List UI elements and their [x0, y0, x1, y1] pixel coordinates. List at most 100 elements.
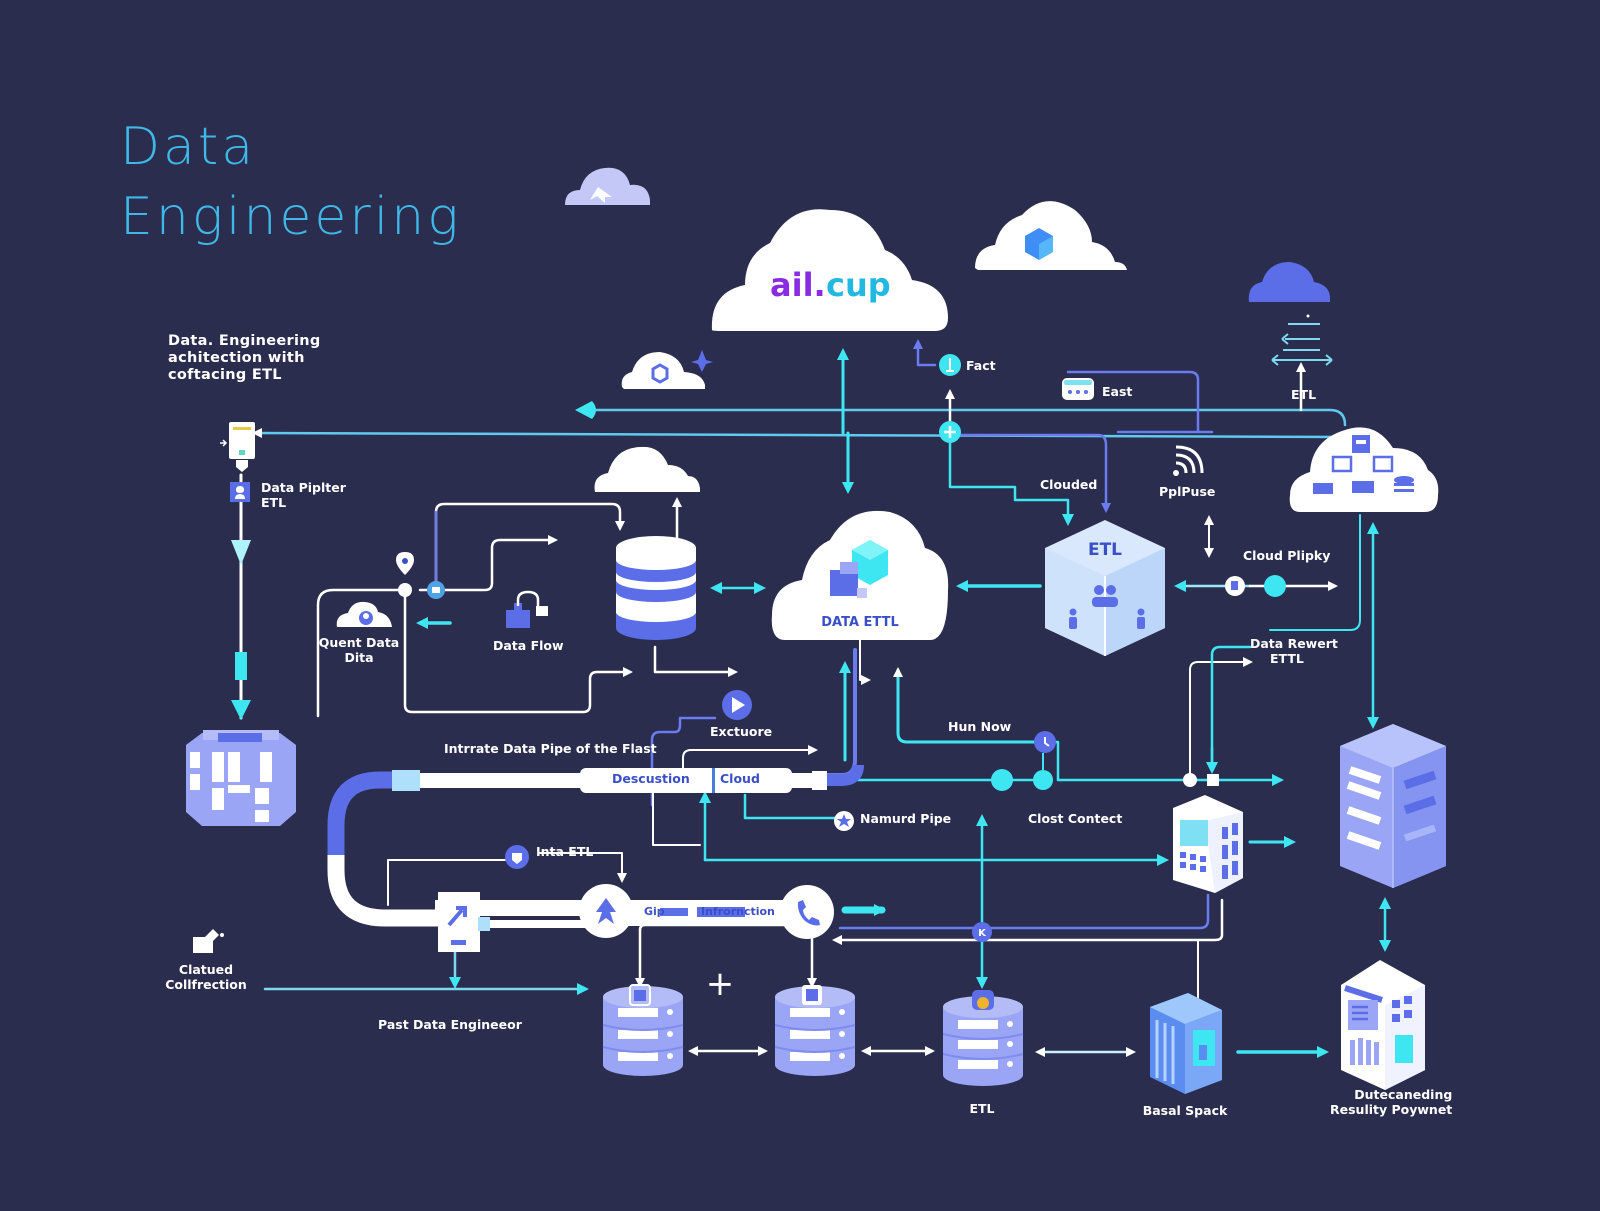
phone-icon — [797, 900, 820, 926]
label-clatued-line1: Clatued — [178, 962, 234, 977]
pipe-upper-indigo — [327, 771, 395, 855]
page-subtitle: Data. Engineering achitection with cofta… — [168, 333, 321, 384]
label-data-flow: Data Flow — [493, 638, 564, 653]
main-pipe — [327, 764, 864, 928]
small-indigo-cloud — [1248, 262, 1333, 366]
page-title: Data Engineering — [120, 112, 461, 252]
label-exctuore: Exctuore — [710, 724, 773, 739]
quent-cloud-icon — [336, 601, 392, 627]
arrow-cloud-icon — [590, 187, 612, 203]
flow-quent-loop — [316, 588, 407, 718]
lower-pipe-label-gip: Gip — [644, 905, 665, 918]
k-badge-icon — [972, 922, 992, 942]
subtitle-line2: achitection with — [168, 350, 305, 366]
cube-cloud — [975, 201, 1127, 270]
basal-spack-server[interactable] — [1150, 993, 1222, 1094]
upload-node[interactable] — [579, 884, 633, 938]
arrow-up-icon — [596, 898, 616, 924]
plipky-node-cyan — [1264, 575, 1286, 597]
label-namurd-pipe: Namurd Pipe — [860, 811, 952, 826]
users-icon — [1069, 585, 1145, 629]
flow-exctuore — [650, 716, 717, 807]
phone-node[interactable] — [780, 885, 834, 939]
label-dutecaneding: Dutecaneding Resulity Poywnet — [1330, 1087, 1452, 1117]
etl-cube[interactable]: ETL — [1045, 520, 1165, 656]
label-data-pipeline-line2: ETL — [261, 495, 287, 510]
data-etl-cloud[interactable]: DATA ETTL — [771, 510, 949, 640]
flow-data-cloud-down — [859, 639, 871, 685]
db-stack-1[interactable] — [602, 984, 684, 1076]
person-icon — [235, 486, 245, 499]
label-dutecaneding-line1: Dutecaneding — [1354, 1087, 1453, 1102]
result-building[interactable] — [1341, 960, 1425, 1090]
junction-square — [1207, 774, 1219, 786]
label-past-data: Past Data Engineeor — [378, 1017, 522, 1032]
east-db-icon — [1062, 378, 1094, 400]
flow-hun-now — [893, 667, 1047, 744]
flow-indigo-return — [838, 893, 1210, 930]
flow-white-return — [832, 898, 1224, 945]
flow-left-arrow1 — [231, 540, 251, 565]
hexagon-icon — [651, 363, 669, 384]
pipe-label-descustion: Descustion — [612, 771, 690, 786]
left-server[interactable] — [186, 730, 296, 826]
subtitle-line1: Data. Engineering — [168, 333, 321, 349]
database-icon — [1394, 476, 1414, 484]
etl-cube-label: ETL — [1088, 540, 1122, 560]
flow-to-data-flow — [418, 535, 558, 592]
title-line2: Engineering — [120, 187, 462, 247]
plus-sign: + — [706, 964, 735, 1004]
label-clouded: Clouded — [1040, 477, 1098, 492]
wifi-icon — [1173, 445, 1204, 476]
pipe-white-body — [327, 855, 440, 927]
sparkle-icon — [691, 350, 713, 372]
office-building[interactable] — [1173, 795, 1243, 893]
flow-data-rewert — [1189, 657, 1253, 781]
flow-clouded — [948, 430, 1074, 526]
right-server[interactable] — [1340, 724, 1446, 888]
brand-part1: ail. — [770, 266, 826, 304]
hex-cloud — [621, 350, 713, 389]
flow-fact-indigo — [913, 339, 937, 367]
label-clatued: Clatued Collfrection — [165, 962, 247, 992]
junction-cyan-1 — [991, 769, 1013, 791]
pipe-segment-box — [580, 768, 792, 793]
source-device[interactable] — [220, 422, 255, 502]
teardrop-end-icon — [575, 401, 596, 419]
data-flow-icon — [506, 590, 548, 628]
etl-stack-icon — [1272, 323, 1332, 361]
label-quent-line2: Dita — [344, 650, 374, 665]
arrow-up-right-icon — [447, 906, 467, 927]
label-clatued-line2: Collfrection — [165, 977, 247, 992]
label-quent-line1: Quent Data — [318, 635, 400, 650]
label-data-rewert: Data Rewert ETTL — [1250, 636, 1338, 666]
label-ppipuse: PplPuse — [1159, 484, 1216, 499]
valve-unit[interactable] — [438, 892, 490, 952]
junction-white — [1183, 773, 1197, 787]
flow-namurd — [743, 793, 840, 820]
pipe-label-cloud: Cloud — [720, 771, 760, 786]
db-stack-3[interactable] — [942, 990, 1024, 1086]
svg-text:K: K — [978, 928, 987, 939]
network-cloud — [1289, 427, 1439, 512]
location-junction — [398, 583, 412, 597]
lower-pipe-label-infrornction: Infrornction — [701, 905, 775, 918]
clatued-icon — [193, 929, 224, 953]
label-dutecaneding-line2: Resulity Poywnet — [1330, 1102, 1453, 1117]
etl-small-cloud[interactable] — [594, 446, 700, 492]
db-stack-2[interactable] — [774, 985, 856, 1076]
label-hun-now: Hun Now — [948, 719, 1012, 734]
label-data-rewert-line2: ETTL — [1270, 651, 1304, 666]
small-cloud-top-left — [565, 167, 650, 205]
main-database[interactable] — [616, 536, 696, 640]
label-basal-spack: Basal Spack — [1142, 1103, 1228, 1118]
flow-inta-etl — [387, 859, 506, 906]
flow-to-left-server — [252, 428, 1347, 439]
label-quent-data: Quent Data Dita — [319, 635, 399, 665]
label-east: East — [1102, 384, 1133, 399]
data-etl-cloud-label: DATA ETTL — [821, 615, 899, 630]
label-data-pipeline: Data Piplter ETL — [261, 480, 346, 510]
title-line1: Data — [120, 117, 257, 177]
main-cloud[interactable]: ail. cup — [711, 209, 948, 331]
